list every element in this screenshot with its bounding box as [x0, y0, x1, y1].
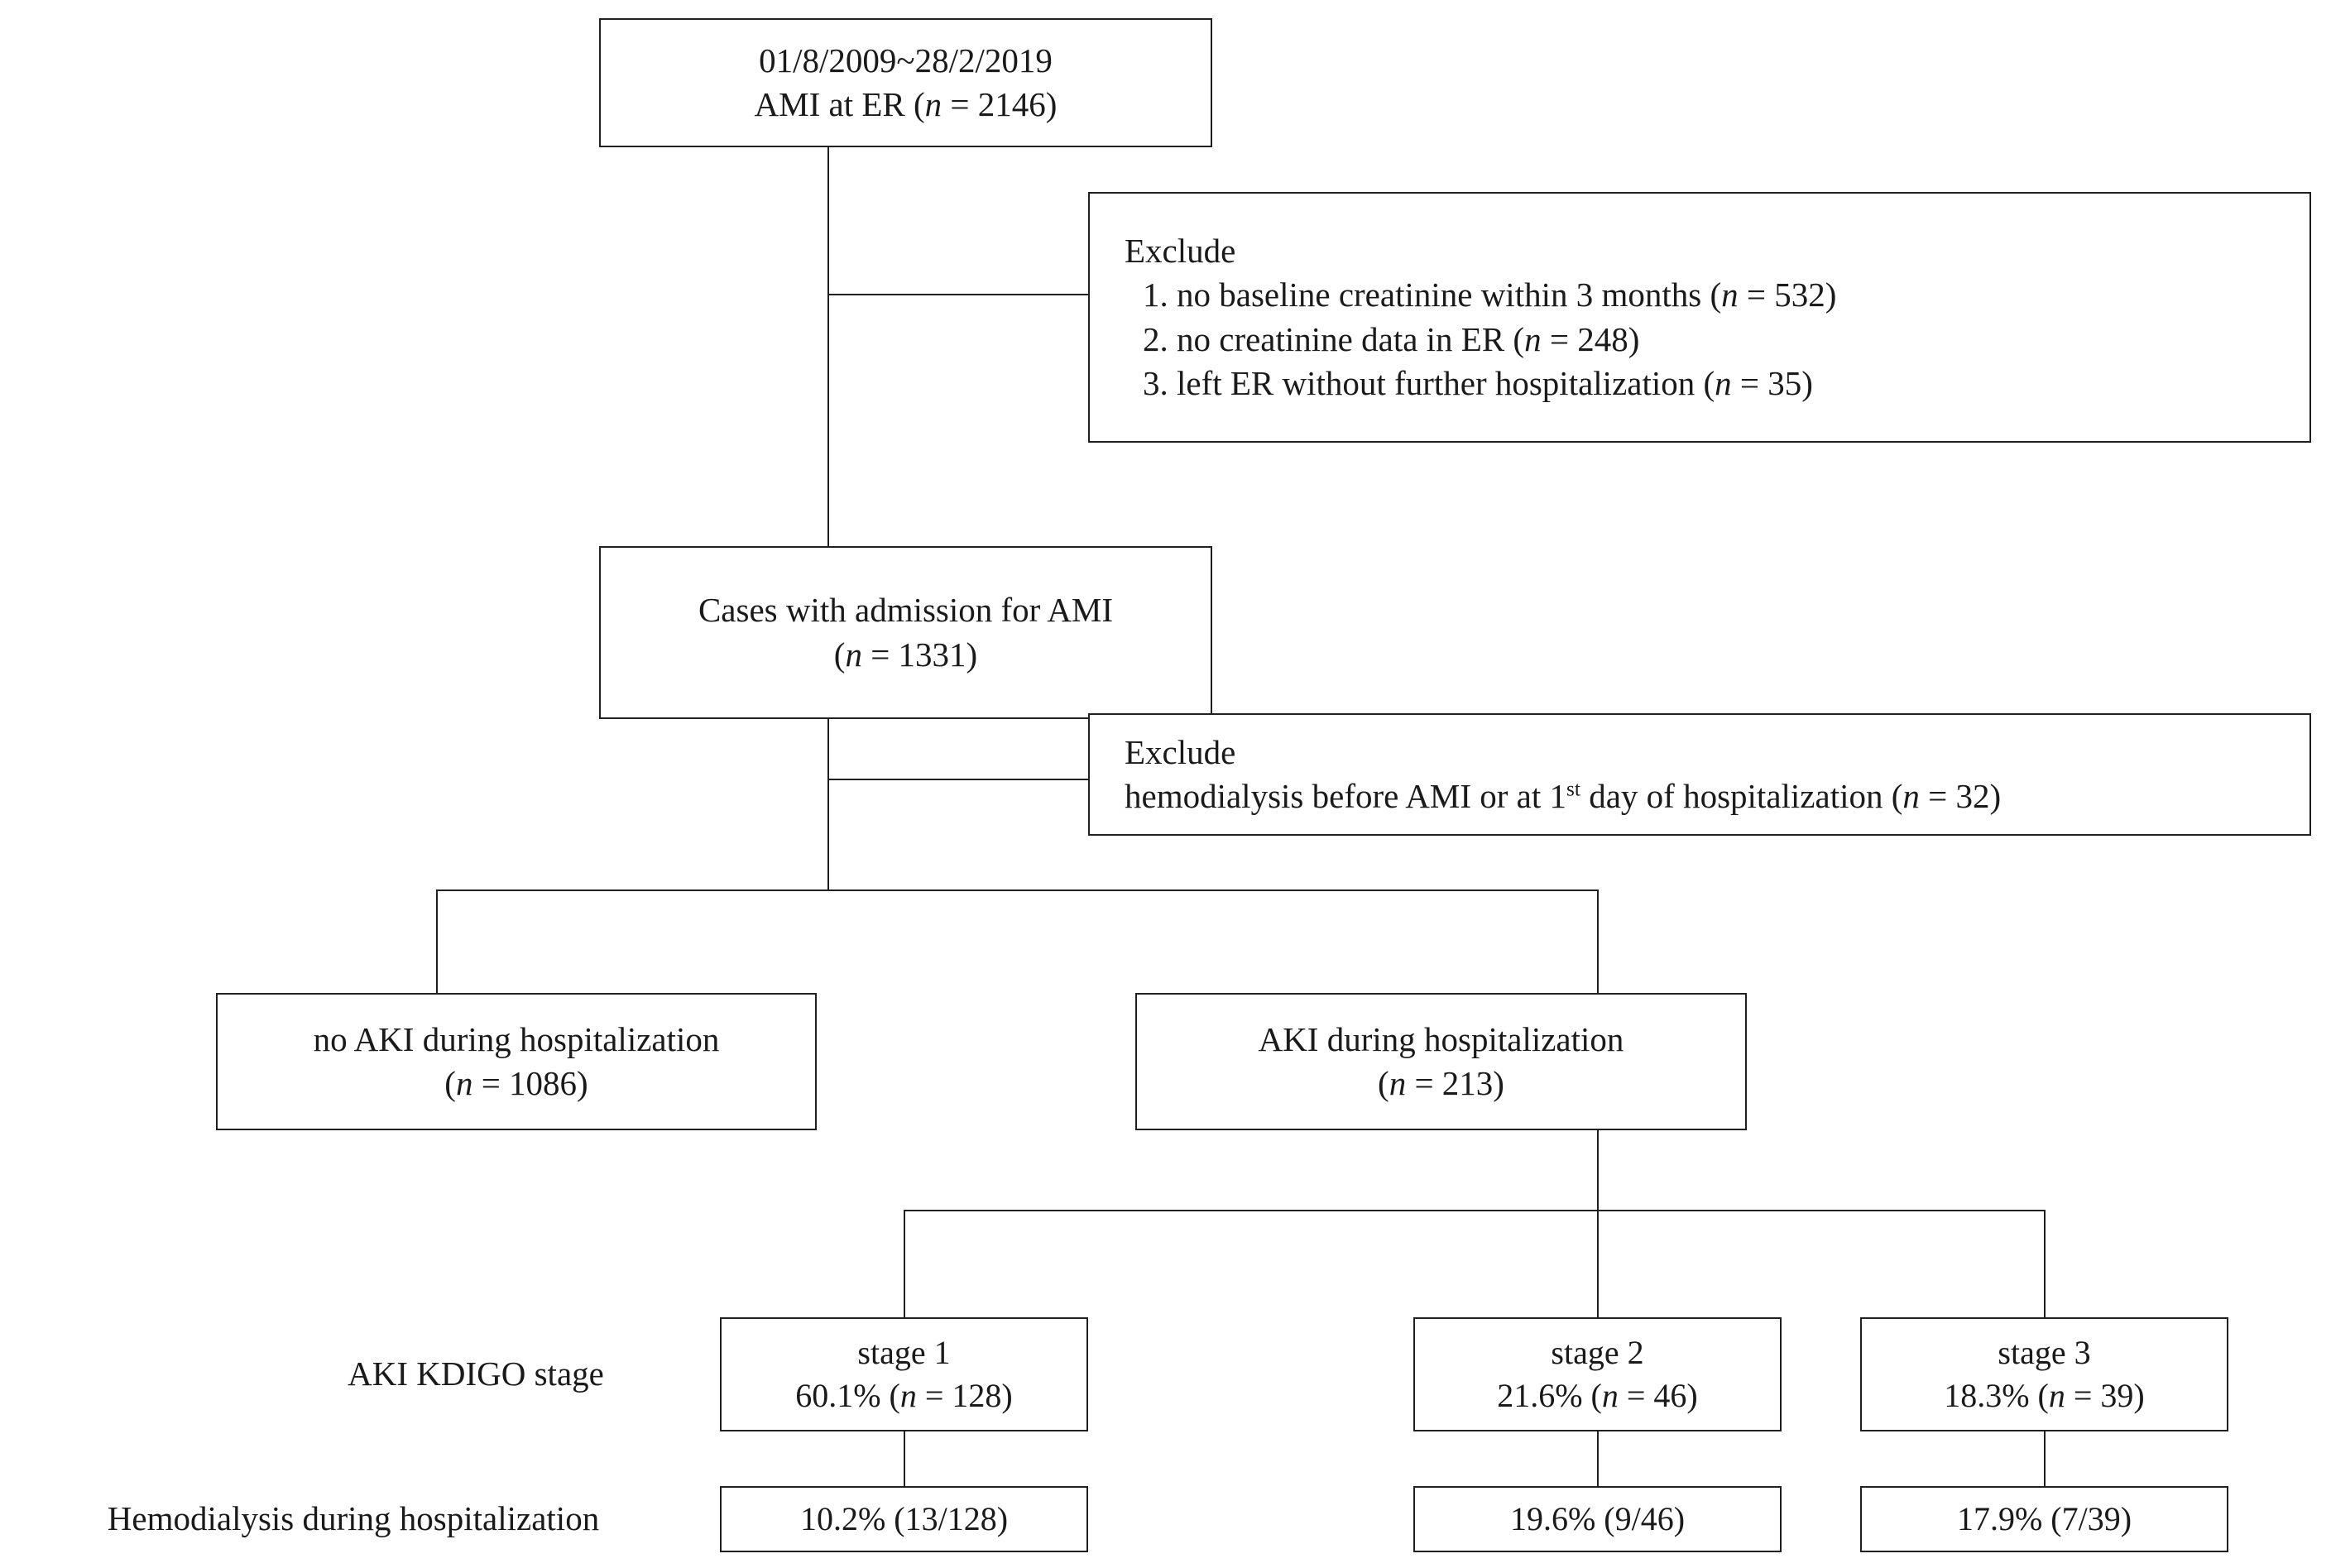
- exclude-box-1: Exclude 1. no baseline creatinine within…: [1088, 192, 2311, 443]
- connector-admitted-trunk: [827, 719, 829, 891]
- stage-1-value: 60.1% (n = 128): [795, 1377, 1013, 1414]
- exclude1-item-3: 3. left ER without further hospitalizati…: [1143, 363, 1813, 402]
- row-label-kdigo-stage: AKI KDIGO stage: [252, 1316, 699, 1431]
- source-cohort-box: 01/8/2009~28/2/2019 AMI at ER (n = 2146): [599, 18, 1212, 147]
- row-label-hemodialysis-text: Hemodialysis during hospitalization: [107, 1499, 600, 1537]
- hemodialysis-3-box: 17.9% (7/39): [1860, 1486, 2228, 1552]
- admitted-title: Cases with admission for AMI: [698, 591, 1114, 630]
- stage-2-value: 21.6% (n = 46): [1497, 1377, 1698, 1414]
- connector-to-stage2: [1597, 1210, 1599, 1317]
- aki-title: AKI during hospitalization: [1258, 1019, 1624, 1058]
- connector-stage-split-bar: [904, 1210, 2046, 1211]
- row-label-kdigo-stage-text: AKI KDIGO stage: [348, 1355, 604, 1393]
- connector-stage3-to-hd3: [2044, 1431, 2046, 1486]
- connector-to-aki: [1597, 889, 1599, 995]
- aki-box: AKI during hospitalization (n = 213): [1135, 993, 1747, 1130]
- connector-aki-split-bar: [436, 889, 1599, 891]
- exclude2-body: hemodialysis before AMI or at 1st day of…: [1125, 777, 2002, 815]
- hemodialysis-2-value: 19.6% (9/46): [1509, 1500, 1686, 1537]
- source-count: AMI at ER (n = 2146): [754, 85, 1058, 123]
- source-date-range: 01/8/2009~28/2/2019: [759, 41, 1053, 79]
- hemodialysis-3-value: 17.9% (7/39): [1956, 1500, 2132, 1537]
- stage-3-title: stage 3: [1998, 1334, 2091, 1371]
- aki-count: (n = 213): [1378, 1064, 1504, 1102]
- no-aki-count: (n = 1086): [444, 1064, 588, 1102]
- admitted-count: (n = 1331): [833, 635, 978, 674]
- connector-source-trunk: [827, 147, 829, 590]
- stage-2-title: stage 2: [1551, 1334, 1644, 1371]
- exclude1-item-2: 2. no creatinine data in ER (n = 248): [1143, 319, 1640, 358]
- no-aki-title: no AKI during hospitalization: [313, 1019, 720, 1058]
- connector-stage2-to-hd2: [1597, 1431, 1599, 1486]
- connector-stage1-to-hd1: [904, 1431, 905, 1486]
- no-aki-box: no AKI during hospitalization (n = 1086): [216, 993, 817, 1130]
- hemodialysis-2-box: 19.6% (9/46): [1413, 1486, 1782, 1552]
- admitted-cases-box: Cases with admission for AMI (n = 1331): [599, 546, 1212, 719]
- stage-3-box: stage 3 18.3% (n = 39): [1860, 1317, 2228, 1431]
- exclude-box-2: Exclude hemodialysis before AMI or at 1s…: [1088, 713, 2311, 836]
- exclude1-item-1: 1. no baseline creatinine within 3 month…: [1143, 276, 1837, 314]
- hemodialysis-1-value: 10.2% (13/128): [799, 1500, 1009, 1537]
- connector-source-to-exclude1: [827, 294, 1090, 295]
- exclude2-heading: Exclude: [1125, 732, 1236, 771]
- connector-to-no-aki: [436, 889, 438, 995]
- stage-2-box: stage 2 21.6% (n = 46): [1413, 1317, 1782, 1431]
- hemodialysis-1-box: 10.2% (13/128): [720, 1486, 1088, 1552]
- row-label-hemodialysis: Hemodialysis during hospitalization: [7, 1485, 700, 1551]
- stage-1-title: stage 1: [857, 1334, 951, 1371]
- connector-to-stage3: [2044, 1210, 2046, 1317]
- stage-1-box: stage 1 60.1% (n = 128): [720, 1317, 1088, 1431]
- connector-admitted-to-exclude2: [827, 779, 1090, 780]
- stage-3-value: 18.3% (n = 39): [1944, 1377, 2145, 1414]
- exclude1-heading: Exclude: [1125, 231, 1236, 270]
- connector-to-stage1: [904, 1210, 905, 1317]
